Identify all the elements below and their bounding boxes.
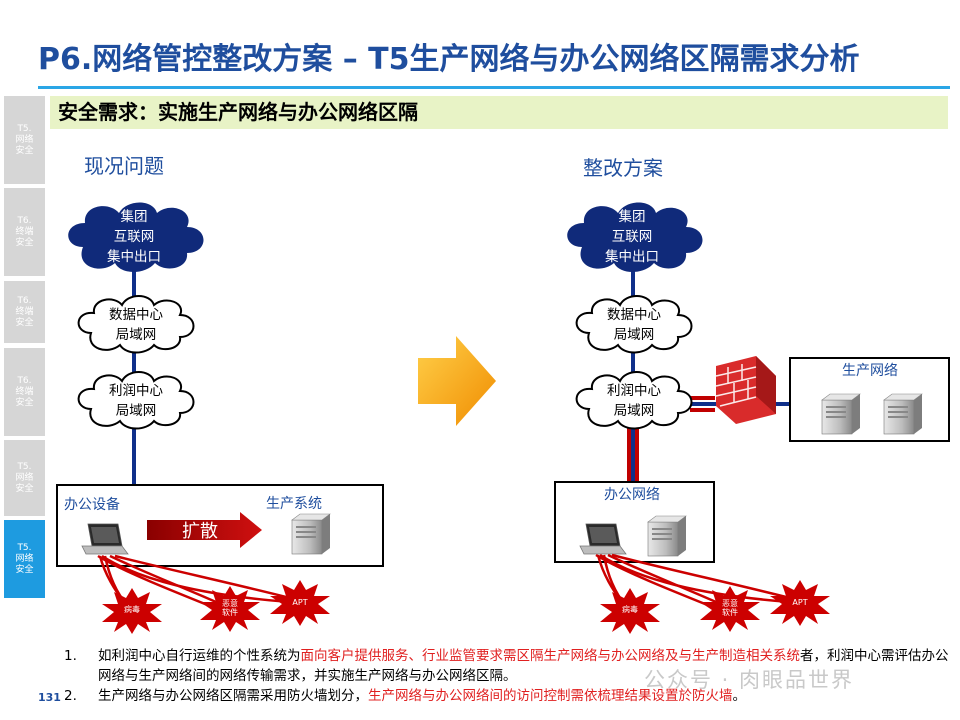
note-text: 面向客户提供服务、行业监管要求需区隔生产网络与办公网络及与生产制造相关系统 xyxy=(300,648,801,664)
apt-label: APT xyxy=(792,598,808,607)
virus-label: 病毒 xyxy=(622,605,638,614)
office-laptop-icon xyxy=(579,523,627,555)
production-network-box xyxy=(789,357,950,442)
right-diagram xyxy=(554,202,950,634)
spread-label: 扩散 xyxy=(182,521,218,542)
office-network-label: 办公网络 xyxy=(604,487,660,503)
office-server-icon xyxy=(647,515,687,557)
profit-center-cloud-label: 利润中心 局域网 xyxy=(109,383,163,419)
production-server-2-icon xyxy=(883,393,923,435)
production-network-label: 生产网络 xyxy=(842,363,898,379)
malware-label: 恶意 软件 xyxy=(722,599,738,617)
watermark: 公众号 · 肉眼品世界 xyxy=(644,668,855,692)
datacenter-cloud-label: 数据中心 局域网 xyxy=(607,307,661,343)
internet-cloud-label: 集团 互联网 集中出口 xyxy=(107,209,161,265)
datacenter-cloud-label: 数据中心 局域网 xyxy=(109,307,163,343)
firewall-icon xyxy=(715,356,776,424)
sidebar-tab[interactable]: T6. 终端 安全 xyxy=(4,188,45,276)
right-heading: 整改方案 xyxy=(583,156,663,180)
internet-cloud-label: 集团 互联网 集中出口 xyxy=(605,209,659,265)
office-laptop-icon xyxy=(81,523,129,555)
title-underline xyxy=(38,86,950,89)
note-text: 生产网络与办公网络间的访问控制需依梳理结果设置於防火墙 xyxy=(368,688,733,704)
production-system-label: 生产系统 xyxy=(266,496,322,512)
page-title: P6.网络管控整改方案 – T5生产网络与办公网络区隔需求分析 xyxy=(38,42,860,77)
note-text: 如利润中心自行运维的个性系统为 xyxy=(98,648,301,664)
apt-label: APT xyxy=(292,598,308,607)
production-server-icon xyxy=(291,513,331,555)
threat-lines xyxy=(97,554,299,612)
production-server-1-icon xyxy=(821,393,861,435)
virus-label: 病毒 xyxy=(124,605,140,614)
note-number: 1. xyxy=(64,648,77,664)
notes: 1. 如利润中心自行运维的个性系统为面向客户提供服务、行业监管要求需区隔生产网络与… xyxy=(64,646,954,706)
sidebar-tab[interactable]: T5. 网络 安全 xyxy=(4,96,45,184)
spread-arrow xyxy=(147,512,262,548)
transition-arrow xyxy=(418,336,496,426)
page-number: 131 xyxy=(38,691,61,704)
note-text: 生产网络与办公网络区隔需采用防火墙划分， xyxy=(98,688,368,704)
sidebar-tab[interactable]: T5. 网络 安全 xyxy=(4,440,45,516)
note-item: 1. 如利润中心自行运维的个性系统为面向客户提供服务、行业监管要求需区隔生产网络与… xyxy=(64,646,954,686)
office-box xyxy=(56,484,384,567)
requirement-banner: 安全需求：实施生产网络与办公网络区隔 xyxy=(50,96,948,129)
office-device-label: 办公设备 xyxy=(64,497,120,513)
left-heading: 现况问题 xyxy=(84,154,164,178)
left-diagram xyxy=(56,202,384,634)
profit-center-cloud-label: 利润中心 局域网 xyxy=(607,383,661,419)
sidebar-tab[interactable]: T6. 终端 安全 xyxy=(4,281,45,343)
note-number: 2. xyxy=(64,688,77,704)
note-item: 2. 生产网络与办公网络区隔需采用防火墙划分，生产网络与办公网络间的访问控制需依梳… xyxy=(64,686,954,706)
note-text: 者，利润中心需评估办公网络与生产网络间的网络传输需求，并实施生产网络与办公网络区… xyxy=(98,648,949,684)
office-network-box xyxy=(554,481,715,563)
sidebar-tab[interactable]: T6. 终端 安全 xyxy=(4,348,45,436)
malware-label: 恶意 软件 xyxy=(222,599,238,617)
note-text: 。 xyxy=(732,688,747,704)
sidebar-tab[interactable]: T5. 网络 安全 xyxy=(4,520,45,598)
